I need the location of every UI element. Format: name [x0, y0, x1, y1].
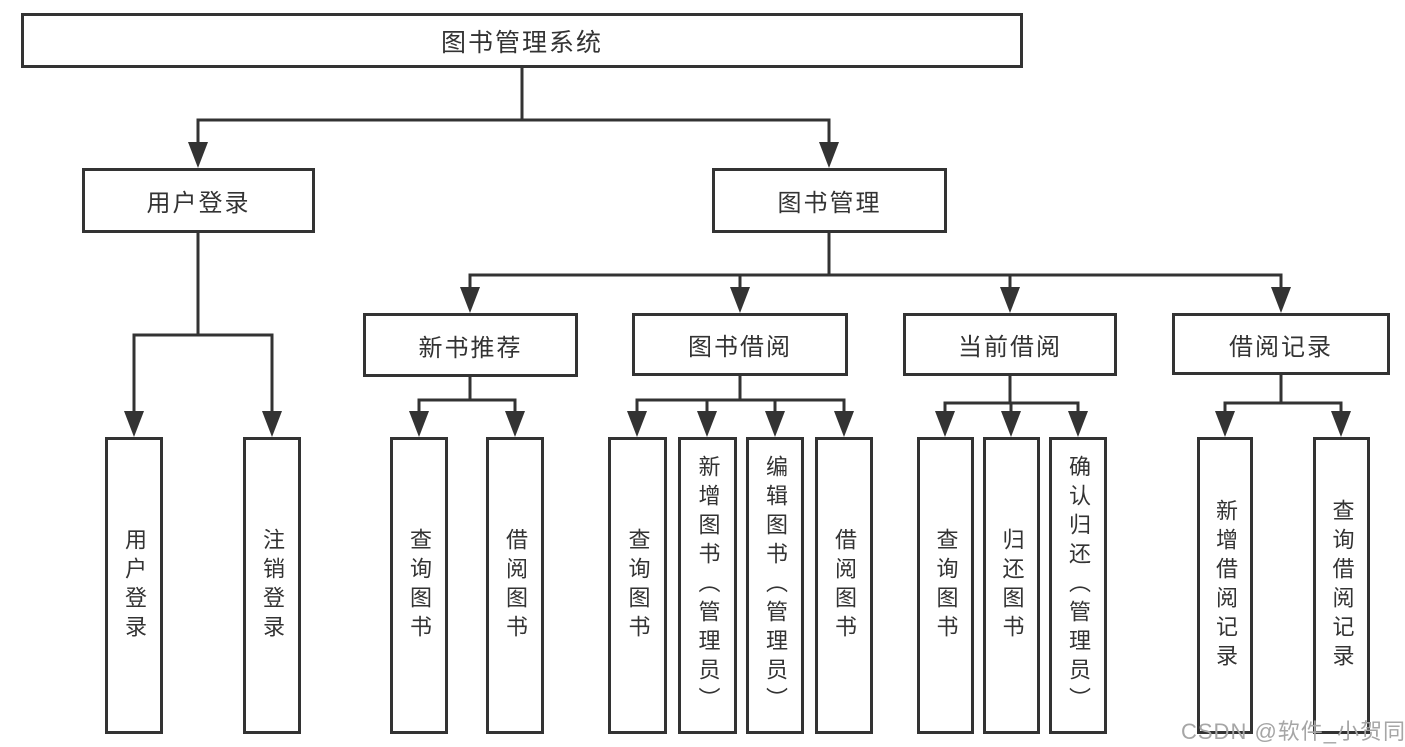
leaf-user-login: 用户登录: [105, 437, 163, 734]
leaf-query-books-borrow: 查询图书: [608, 437, 667, 734]
node-label: 新增借阅记录: [1213, 498, 1238, 673]
leaf-return-books: 归还图书: [983, 437, 1040, 734]
leaf-query-books-recommend: 查询图书: [390, 437, 448, 734]
node-label: 查询图书: [933, 527, 959, 644]
node-label: 用户登录: [146, 190, 251, 217]
node-label: 当前借阅: [958, 334, 1062, 361]
node-label: 查询图书: [625, 527, 651, 644]
node-label: 查询图书: [407, 527, 432, 644]
node-user-login: 用户登录: [82, 168, 315, 233]
node-label: 确认归还（管理员）: [1066, 455, 1091, 716]
leaf-add-book-admin: 新增图书（管理员）: [678, 437, 737, 734]
node-label: 查询借阅记录: [1329, 498, 1355, 673]
node-label: 新书推荐: [418, 334, 523, 362]
node-label: 图书管理系统: [440, 28, 603, 57]
node-label: 图书借阅: [688, 334, 792, 361]
node-book-borrowing: 图书借阅: [632, 313, 848, 376]
node-borrowing-records: 借阅记录: [1172, 313, 1390, 375]
node-label: 借阅图书: [832, 527, 857, 644]
node-book-management: 图书管理: [712, 168, 947, 233]
watermark-text: CSDN @软件_小贺同学: [1181, 719, 1405, 744]
node-label: 借阅记录: [1229, 333, 1333, 361]
leaf-query-borrow-record: 查询借阅记录: [1313, 437, 1370, 734]
leaf-query-books-current: 查询图书: [917, 437, 974, 734]
node-label: 图书管理: [777, 190, 882, 217]
node-label: 新增图书（管理员）: [695, 455, 721, 716]
node-current-borrowing: 当前借阅: [903, 313, 1117, 376]
node-new-book-recommendation: 新书推荐: [363, 313, 578, 377]
leaf-edit-book-admin: 编辑图书（管理员）: [746, 437, 804, 734]
leaf-borrow-books-borrow: 借阅图书: [815, 437, 873, 734]
node-label: 归还图书: [999, 527, 1025, 644]
leaf-add-borrow-record: 新增借阅记录: [1197, 437, 1253, 734]
leaf-logout: 注销登录: [243, 437, 301, 734]
leaf-borrow-books-recommend: 借阅图书: [486, 437, 544, 734]
node-label: 编辑图书（管理员）: [763, 455, 788, 716]
leaf-confirm-return-admin: 确认归还（管理员）: [1049, 437, 1107, 734]
node-label: 注销登录: [260, 527, 285, 644]
node-library-management-system: 图书管理系统: [21, 13, 1023, 68]
node-label: 用户登录: [122, 527, 147, 644]
node-label: 借阅图书: [503, 527, 528, 644]
